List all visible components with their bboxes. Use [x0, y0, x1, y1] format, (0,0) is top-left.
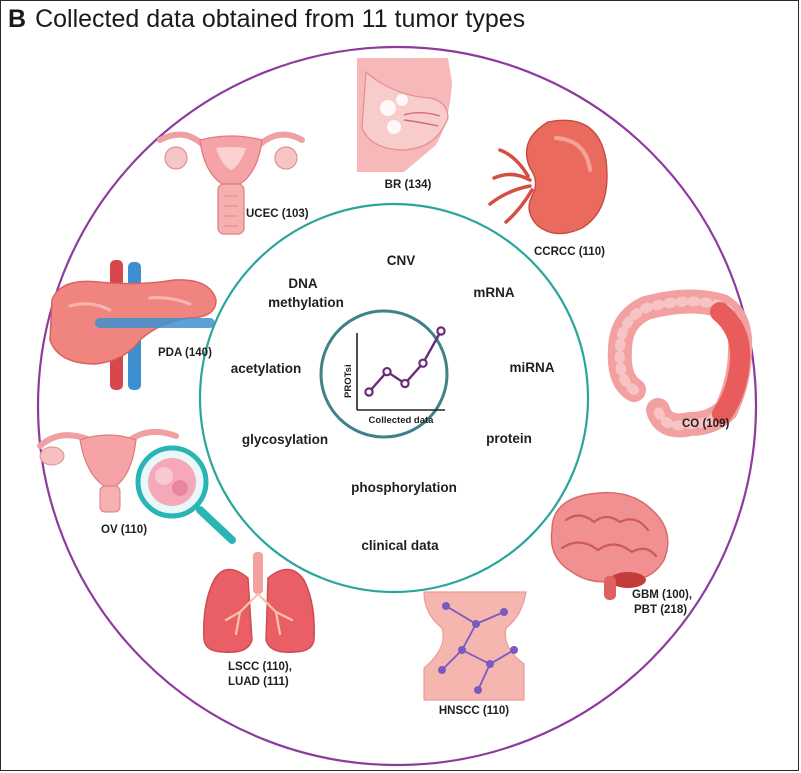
tissue-icon: [423, 591, 527, 701]
data-type-protein: protein: [486, 431, 532, 446]
kidney-icon: [488, 119, 608, 235]
uterus-icon: [157, 131, 305, 235]
tumor-label-lscc: LSCC (110),: [228, 661, 292, 673]
ovary-icon: [37, 428, 179, 513]
breast-icon: [357, 58, 452, 172]
tumor-label-co: CO (109): [682, 418, 729, 430]
tumor-label-ov: OV (110): [101, 524, 147, 536]
tumor-label-br: BR (134): [385, 179, 432, 191]
data-type-phosphorylation: phosphorylation: [351, 480, 457, 495]
data-type-cnv: CNV: [387, 253, 416, 268]
colon-icon: [607, 289, 753, 438]
center-plot-ylabel: PROTsi: [343, 364, 354, 398]
tumor-label-ucec: UCEC (103): [246, 208, 309, 220]
tumor-label-hnscc: HNSCC (110): [439, 705, 509, 717]
data-type-glycosylation: glycosylation: [242, 432, 328, 447]
center-plot: PROTsi Collected data: [343, 326, 446, 426]
magnifier-icon: [135, 445, 236, 544]
tumor-label-luad: LUAD (111): [228, 676, 289, 688]
brain-icon: [550, 491, 669, 600]
center-plot-point: [418, 358, 428, 368]
figure-heading: B Collected data obtained from 11 tumor t…: [8, 4, 525, 34]
center-plot-point: [400, 378, 410, 389]
data-type-clinical: clinical data: [361, 538, 439, 553]
tumor-label-pbt: PBT (218): [634, 604, 687, 616]
data-type-methylation: methylation: [268, 295, 344, 310]
data-type-mrna: mRNA: [473, 285, 515, 300]
center-plot-point: [382, 366, 392, 377]
pancreas-icon: [49, 260, 217, 390]
data-type-dna: DNA: [288, 276, 317, 291]
tumor-label-pda: PDA (140): [158, 347, 212, 359]
lungs-icon: [203, 552, 315, 653]
figure-title: Collected data obtained from 11 tumor ty…: [35, 5, 526, 33]
inner-ring: [198, 202, 590, 594]
center-plot-point: [364, 387, 374, 397]
center-plot-points: [364, 326, 446, 397]
center-plot-point: [436, 326, 446, 336]
center-plot-xlabel: Collected data: [369, 415, 435, 426]
tumor-label-gbm: GBM (100),: [632, 589, 692, 601]
panel-letter: B: [8, 5, 27, 33]
data-type-mirna: miRNA: [509, 360, 554, 375]
data-type-acetylation: acetylation: [231, 361, 302, 376]
outer-ring: [36, 45, 758, 767]
tumor-label-ccrcc: CCRCC (110): [534, 246, 605, 258]
